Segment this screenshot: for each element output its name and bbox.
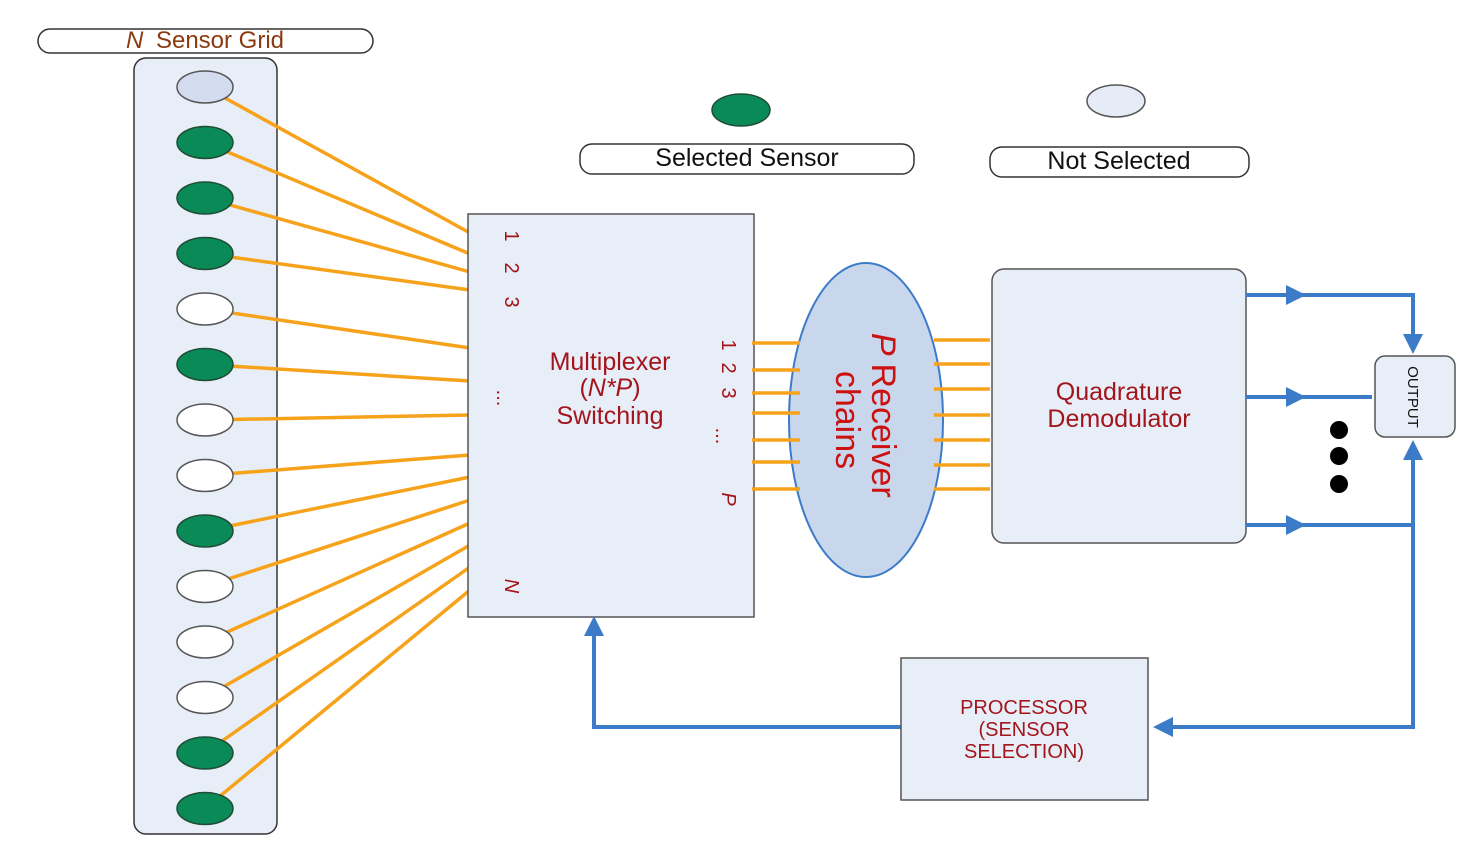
output-to-processor-arrow bbox=[1153, 445, 1415, 737]
receiver-chains-ellipse bbox=[788, 262, 944, 578]
sensor-not-selected bbox=[176, 569, 234, 604]
demod-line1: Quadrature bbox=[1056, 378, 1182, 406]
sensor-selected bbox=[176, 347, 234, 382]
output-label: OUTPUT bbox=[1404, 366, 1421, 428]
processor-to-mux-arrow bbox=[584, 616, 901, 729]
grid-label-text: Sensor Grid bbox=[156, 27, 284, 54]
sensor-wire bbox=[204, 521, 471, 644]
mux-line2-open: ( bbox=[579, 374, 588, 402]
mux-index-labels: 1 2 3... N 1 2 3... P bbox=[492, 230, 739, 593]
legend-selected-box bbox=[579, 143, 915, 175]
sensor-selected bbox=[176, 514, 234, 548]
sensor-wire bbox=[203, 565, 472, 755]
grid-label-prefix: N bbox=[126, 27, 144, 54]
receiver-line2: chains bbox=[828, 371, 866, 469]
mux-input-label: 3 bbox=[500, 296, 522, 307]
mux-title-line1: Multiplexer bbox=[550, 348, 671, 376]
sensor-not-selected bbox=[176, 625, 234, 659]
sensor-wire bbox=[204, 85, 471, 235]
multiplexer-box bbox=[467, 213, 755, 618]
legend-not-selected-swatch bbox=[1086, 84, 1146, 118]
sensor-not-selected bbox=[176, 403, 234, 437]
receiver-var: P bbox=[864, 333, 902, 356]
mux-input-label: ... bbox=[492, 390, 514, 407]
sensor-selected bbox=[176, 236, 234, 271]
ellipsis-dot bbox=[1330, 475, 1348, 493]
sensor-list bbox=[176, 70, 234, 826]
mux-input-label: 1 bbox=[500, 230, 522, 241]
sensor-wires bbox=[203, 85, 472, 810]
blue-arrows bbox=[584, 285, 1423, 737]
mux-output-label: P bbox=[717, 492, 739, 506]
output-box bbox=[1374, 355, 1456, 438]
sensor-selected bbox=[176, 181, 234, 215]
receiver-line1: Receiver bbox=[864, 364, 902, 498]
sensor-wire bbox=[204, 307, 471, 350]
sensor-wire bbox=[204, 453, 471, 478]
sensor-wire bbox=[204, 413, 471, 422]
mux-output-label: ... bbox=[711, 428, 733, 445]
ellipsis-dot bbox=[1330, 447, 1348, 465]
output-top-arrow bbox=[1302, 293, 1423, 354]
mux-output-label: 3 bbox=[717, 387, 739, 398]
processor-box bbox=[900, 657, 1149, 801]
grid-label: N Sensor Grid bbox=[126, 27, 284, 54]
sensor-wire bbox=[204, 362, 471, 383]
mux-input-label: N bbox=[500, 579, 522, 594]
sensor-wire bbox=[204, 543, 471, 700]
sensor-wire bbox=[204, 140, 471, 256]
mux-title-line2: (N*P) bbox=[579, 374, 640, 402]
sensor-wire bbox=[204, 251, 471, 292]
mux-output-label: 1 bbox=[717, 339, 739, 350]
legend-not-selected-box bbox=[989, 146, 1250, 178]
sensor-not-selected bbox=[176, 292, 234, 326]
mux-line2-var: N*P bbox=[588, 374, 633, 402]
sensor-grid-panel bbox=[133, 57, 278, 835]
processor-line3: SELECTION) bbox=[964, 741, 1084, 763]
sensor-wire bbox=[204, 196, 471, 274]
mux-title-line3: Switching bbox=[557, 402, 664, 430]
sensor-wire bbox=[204, 475, 471, 533]
sensor-wire bbox=[204, 498, 471, 589]
ellipsis-dot bbox=[1330, 421, 1348, 439]
mux-line2-close: ) bbox=[632, 374, 640, 402]
legend-selected-label: Selected Sensor bbox=[655, 144, 838, 172]
mux-output-label: 2 bbox=[717, 362, 739, 373]
processor-line2: (SENSOR bbox=[978, 719, 1069, 741]
sensor-wire bbox=[203, 588, 472, 810]
legend-not-selected-label: Not Selected bbox=[1047, 147, 1190, 175]
chain-wires bbox=[752, 338, 990, 491]
sensor-not-selected bbox=[176, 70, 234, 104]
sensor-not-selected bbox=[176, 458, 234, 493]
receiver-chains-label: P Receiver chains bbox=[828, 333, 902, 507]
processor-line1: PROCESSOR bbox=[960, 697, 1088, 719]
sensor-selected bbox=[176, 125, 234, 160]
sensor-not-selected bbox=[176, 680, 234, 715]
legend-selected-swatch bbox=[711, 93, 771, 127]
grid-label-box bbox=[37, 28, 374, 54]
demod-line2: Demodulator bbox=[1047, 405, 1190, 433]
sensor-selected bbox=[176, 791, 234, 826]
sensor-selected bbox=[176, 736, 234, 770]
demodulator-box bbox=[991, 268, 1247, 544]
mux-input-label: 2 bbox=[500, 262, 522, 273]
